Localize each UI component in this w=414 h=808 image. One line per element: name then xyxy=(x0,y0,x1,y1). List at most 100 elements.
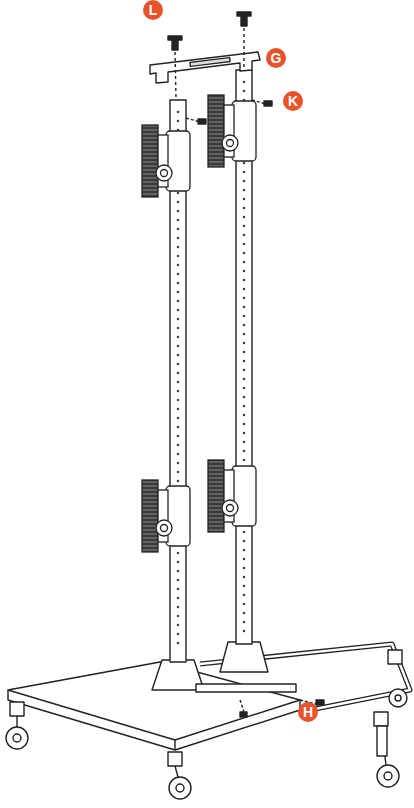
pole-hole xyxy=(177,480,180,483)
pole-hole xyxy=(177,417,180,420)
pole-hole xyxy=(177,219,180,222)
pole-hole xyxy=(243,594,246,597)
crossbar xyxy=(196,684,296,692)
pole-hole xyxy=(243,567,246,570)
pole-hole xyxy=(177,237,180,240)
clamp-knob-center xyxy=(227,505,234,512)
pole-hole xyxy=(177,264,180,267)
pole-hole xyxy=(177,300,180,303)
pole-hole xyxy=(177,363,180,366)
clamp-knob xyxy=(156,165,172,181)
caster xyxy=(388,650,407,707)
pole-hole xyxy=(177,408,180,411)
screw xyxy=(237,12,251,26)
pole-hole xyxy=(243,198,246,201)
callout-letter: K xyxy=(283,91,303,111)
pole-hole xyxy=(177,192,180,195)
clamp-knob-center xyxy=(161,170,168,177)
pole-hole xyxy=(177,345,180,348)
pole-hole xyxy=(177,633,180,636)
pole-hole xyxy=(243,432,246,435)
pole-hole xyxy=(243,234,246,237)
caster xyxy=(6,702,28,749)
pole-hole xyxy=(243,360,246,363)
pole-hole xyxy=(243,324,246,327)
pole-hole xyxy=(243,558,246,561)
pole-hole xyxy=(177,381,180,384)
pole-hole xyxy=(177,336,180,339)
pole-hole xyxy=(177,597,180,600)
pole-hole xyxy=(177,372,180,375)
pole-hole xyxy=(243,261,246,264)
screw xyxy=(198,119,206,124)
pole-hole xyxy=(243,81,246,84)
screw xyxy=(240,712,247,717)
pole-hole xyxy=(177,246,180,249)
pole-hole xyxy=(177,399,180,402)
callout-letter: G xyxy=(266,48,286,68)
clamp-body xyxy=(232,466,256,526)
clamp-body xyxy=(166,131,190,191)
pole-hole xyxy=(177,111,180,114)
pole-hole xyxy=(177,210,180,213)
pole-hole xyxy=(177,561,180,564)
pole-hole xyxy=(243,180,246,183)
pole-hole xyxy=(243,315,246,318)
pole-hole xyxy=(243,243,246,246)
pole-hole xyxy=(243,414,246,417)
pole-hole xyxy=(177,201,180,204)
pole-hole xyxy=(243,585,246,588)
pole-hole xyxy=(243,369,246,372)
pole-hole xyxy=(243,225,246,228)
pole-hole xyxy=(177,570,180,573)
clamp-plate xyxy=(142,480,158,552)
pole-hole xyxy=(243,333,246,336)
pole-hole xyxy=(243,441,246,444)
pole-hole xyxy=(177,282,180,285)
pole-hole xyxy=(177,435,180,438)
pole-hole xyxy=(243,90,246,93)
clamp-body xyxy=(232,101,256,161)
pole-hole xyxy=(243,531,246,534)
pole-hole xyxy=(243,279,246,282)
clamp-plate xyxy=(208,460,224,532)
pole-hole xyxy=(243,540,246,543)
pole-hole xyxy=(243,612,246,615)
pole-hole xyxy=(243,387,246,390)
pole-hole xyxy=(177,552,180,555)
pole-hole xyxy=(177,579,180,582)
pole-hole xyxy=(243,423,246,426)
pole-hole xyxy=(177,255,180,258)
pole-hole xyxy=(177,588,180,591)
clamp-plate xyxy=(142,125,158,197)
pole-hole xyxy=(177,291,180,294)
pole-hole xyxy=(243,306,246,309)
pole-hole xyxy=(177,615,180,618)
pole-hole xyxy=(177,642,180,645)
pole-hole xyxy=(177,453,180,456)
clamp-knob-center xyxy=(227,140,234,147)
pole-hole xyxy=(177,624,180,627)
pole-hole xyxy=(243,450,246,453)
pole-hole xyxy=(177,318,180,321)
pole-hole xyxy=(243,405,246,408)
pole-hole xyxy=(177,426,180,429)
pole-hole xyxy=(243,459,246,462)
pole-hole xyxy=(243,396,246,399)
clamp-body xyxy=(166,486,190,546)
pole-hole xyxy=(177,606,180,609)
callout-letter: L xyxy=(143,0,163,20)
pole-hole xyxy=(243,630,246,633)
pole-hole xyxy=(243,549,246,552)
callout-circle xyxy=(143,0,163,20)
caster xyxy=(374,712,399,787)
pole-hole xyxy=(243,216,246,219)
pole-hole xyxy=(177,120,180,123)
clamp-knob-center xyxy=(161,525,168,532)
pole-hole xyxy=(177,444,180,447)
pole-hole xyxy=(177,354,180,357)
pole-hole xyxy=(243,270,246,273)
screw xyxy=(264,101,272,106)
pole-hole xyxy=(243,378,246,381)
